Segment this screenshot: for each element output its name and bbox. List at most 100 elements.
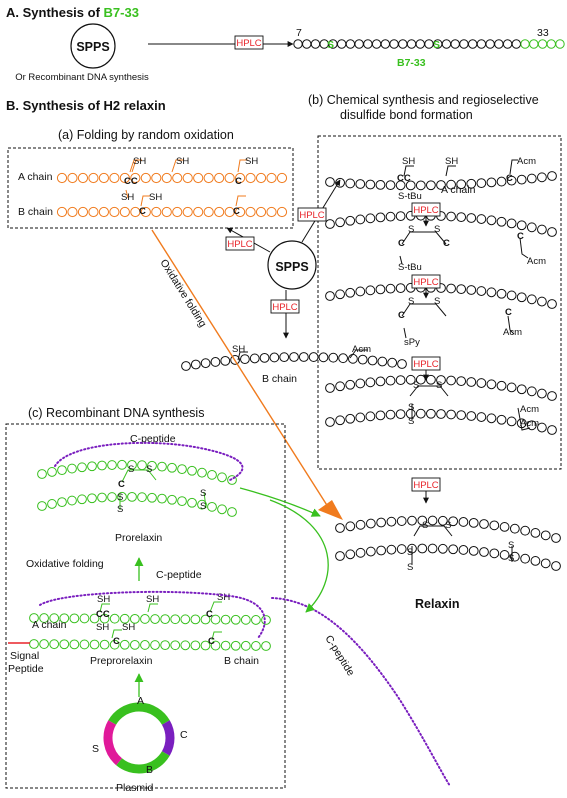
residue-bead bbox=[245, 206, 256, 218]
s-label: S bbox=[436, 380, 442, 391]
spps-label-b: SPPS bbox=[275, 260, 308, 274]
residue-bead bbox=[466, 377, 477, 387]
residue-bead bbox=[509, 551, 520, 562]
residue-bead bbox=[526, 420, 537, 431]
residue-bead bbox=[516, 292, 527, 303]
residue-bead bbox=[486, 287, 497, 298]
panel-b-title-1: (b) Chemical synthesis and regioselectiv… bbox=[308, 93, 539, 107]
residue-bead bbox=[385, 375, 396, 386]
residue-bead bbox=[39, 613, 49, 623]
residue-bead bbox=[427, 543, 438, 554]
residue-bead bbox=[338, 353, 348, 364]
residue-bead bbox=[479, 519, 489, 529]
residue-bead bbox=[77, 206, 89, 218]
residue-bead bbox=[157, 461, 167, 472]
residue-bead bbox=[476, 39, 487, 49]
residue-bead bbox=[47, 499, 57, 509]
residue-bead bbox=[506, 416, 517, 427]
bond-line bbox=[203, 491, 207, 509]
residue-bead bbox=[389, 39, 399, 49]
residue-bead bbox=[160, 614, 171, 625]
residue-bead bbox=[395, 211, 406, 222]
residue-bead bbox=[130, 206, 141, 218]
cc-label: CC bbox=[124, 176, 138, 187]
c-label: C bbox=[139, 206, 146, 217]
residue-bead bbox=[130, 172, 141, 184]
residue-bead bbox=[426, 374, 436, 385]
residue-bead bbox=[489, 548, 500, 559]
residue-bead bbox=[345, 521, 356, 532]
residue-bead bbox=[486, 215, 497, 226]
residue-bead bbox=[355, 547, 366, 558]
residue-bead bbox=[551, 561, 561, 571]
acm-label: Acm bbox=[503, 327, 522, 338]
residue-bead bbox=[167, 462, 177, 473]
stbu-label: S-tBu bbox=[398, 262, 422, 273]
sh-label: SH bbox=[445, 156, 458, 167]
residue-bead bbox=[325, 417, 335, 427]
residue-bead bbox=[29, 613, 39, 623]
residue-bead bbox=[57, 497, 67, 508]
residue-bead bbox=[456, 410, 467, 421]
residue-bead bbox=[190, 359, 201, 370]
c-label: C bbox=[235, 176, 242, 187]
residue-bead bbox=[88, 206, 99, 218]
residue-bead bbox=[39, 639, 49, 649]
residue-bead bbox=[251, 641, 261, 651]
residue-bead bbox=[406, 39, 417, 49]
s-label: S bbox=[434, 296, 440, 307]
residue-bead bbox=[79, 613, 90, 624]
residue-bead bbox=[540, 558, 551, 569]
residue-bead bbox=[259, 352, 270, 363]
s-label: S bbox=[407, 547, 413, 558]
orange-arrowhead bbox=[318, 500, 343, 520]
hplc-label: HPLC bbox=[413, 480, 438, 491]
residue-bead bbox=[486, 379, 497, 390]
c-peptide-label-2: C-peptide bbox=[156, 569, 202, 581]
residue-bead bbox=[436, 375, 446, 385]
residue-bead bbox=[345, 549, 356, 560]
residue-bead bbox=[37, 501, 47, 511]
bond-line bbox=[401, 231, 447, 245]
residue-bead bbox=[459, 39, 469, 49]
middle-b-chain-label: B chain bbox=[262, 373, 297, 385]
residue-bead bbox=[335, 217, 345, 228]
residue-bead bbox=[276, 206, 288, 218]
bond-line bbox=[125, 189, 129, 199]
bond-line bbox=[349, 349, 368, 359]
spps-label-a: SPPS bbox=[76, 40, 109, 54]
residue-bead bbox=[355, 412, 366, 423]
hplc-label: HPLC bbox=[227, 239, 252, 250]
residue-bead bbox=[325, 291, 335, 301]
residue-bead bbox=[345, 215, 356, 226]
residue-bead bbox=[485, 39, 495, 49]
bond-line bbox=[237, 159, 248, 173]
residue-bead bbox=[77, 462, 87, 473]
residue-bead bbox=[109, 639, 120, 650]
residue-bead bbox=[335, 415, 345, 426]
residue-bead bbox=[140, 206, 151, 218]
residue-bead bbox=[77, 172, 89, 184]
s-label: S bbox=[422, 520, 428, 531]
residue-bead bbox=[476, 178, 487, 189]
bond-line bbox=[507, 315, 515, 335]
hplc-label-a: HPLC bbox=[236, 38, 261, 49]
bond-line bbox=[147, 603, 158, 613]
plasmid-a-label: A bbox=[137, 695, 144, 707]
residue-bead bbox=[496, 288, 507, 299]
residue-bead bbox=[506, 218, 517, 229]
residue-bead bbox=[67, 495, 77, 506]
residue-bead bbox=[397, 359, 407, 369]
residue-bead bbox=[69, 613, 80, 624]
residue-bead bbox=[217, 504, 227, 515]
residue-bead bbox=[375, 179, 386, 190]
residue-bead bbox=[289, 352, 299, 362]
residue-bead bbox=[147, 492, 157, 503]
residue-bead bbox=[117, 459, 127, 470]
hplc-label: HPLC bbox=[299, 210, 324, 221]
residue-bead bbox=[380, 39, 391, 49]
sh-label: SH bbox=[133, 156, 146, 167]
green-arrow-to-c-peptide bbox=[269, 499, 329, 613]
residue-bead bbox=[476, 214, 487, 224]
hplc-box-a bbox=[234, 35, 264, 50]
